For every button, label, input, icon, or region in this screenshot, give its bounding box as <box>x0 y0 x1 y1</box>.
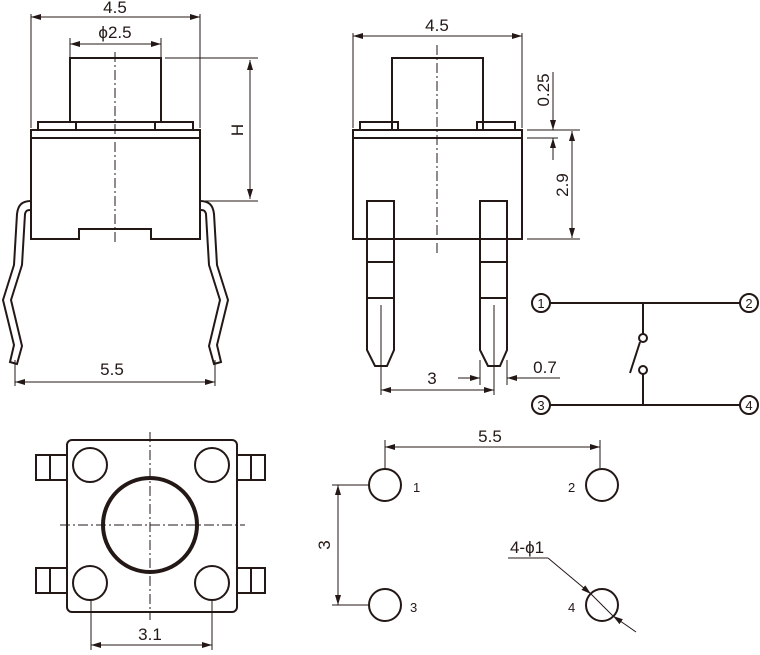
pin-pitch-label: 3 <box>427 369 436 388</box>
pcb-layout: 5.5 3 1 2 3 4 4-ϕ1 <box>315 427 637 633</box>
left-lead <box>1 200 32 366</box>
hole-spec-label: 4-ϕ1 <box>510 538 544 557</box>
pcb-vertical-label: 3 <box>315 540 334 549</box>
pin-4-label: 4 <box>745 398 752 413</box>
hole-3-label: 3 <box>410 600 417 615</box>
pin-1-label: 1 <box>537 296 544 311</box>
pin-width-label: 0.7 <box>533 358 557 377</box>
lead-span-label: 5.5 <box>100 360 124 379</box>
side-view: 4.5 0.25 2.9 3 0.7 <box>352 16 580 395</box>
pin-2-label: 2 <box>745 296 752 311</box>
front-view: 4.5 ϕ2.5 H 5.5 <box>1 0 258 386</box>
right-lead <box>199 200 230 366</box>
offset-label: 0.25 <box>534 73 553 106</box>
switch-schematic: 1 2 3 4 <box>531 293 759 415</box>
width-label: 4.5 <box>103 0 127 17</box>
plunger-diameter-label: ϕ2.5 <box>98 23 131 42</box>
pcb-horizontal-label: 5.5 <box>478 427 502 446</box>
pin-left <box>366 200 395 367</box>
height-label: H <box>228 124 247 136</box>
hole-1-label: 1 <box>413 480 420 495</box>
bottom-view: 3.1 <box>35 432 266 650</box>
hole-2-label: 2 <box>568 480 575 495</box>
pin-right <box>479 200 508 367</box>
body-height-label: 2.9 <box>553 173 572 197</box>
hole-4-label: 4 <box>568 600 575 615</box>
hole-spacing-label: 3.1 <box>138 625 162 644</box>
pin-3-label: 3 <box>537 398 544 413</box>
side-width-label: 4.5 <box>425 16 449 35</box>
